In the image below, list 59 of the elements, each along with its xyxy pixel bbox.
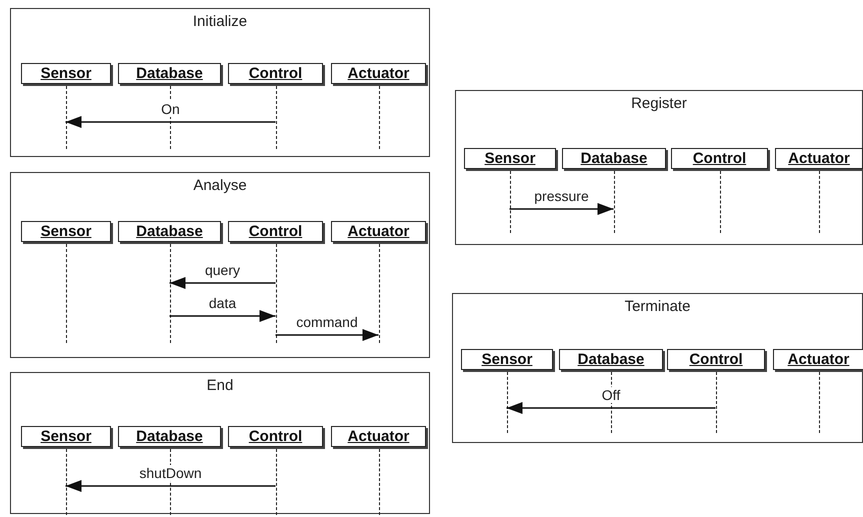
message-arrow (170, 310, 276, 322)
frame-box (455, 90, 863, 245)
frame-box (10, 8, 430, 157)
frame-title: Register (631, 94, 687, 114)
message-arrow (66, 480, 276, 492)
participant-box: Actuator (773, 349, 863, 370)
message-arrow (66, 116, 276, 128)
participant-box: Actuator (331, 63, 426, 84)
frame-title: Terminate (624, 297, 690, 317)
lifeline (379, 86, 380, 149)
lifeline (379, 244, 380, 343)
frame-title: Initialize (192, 12, 248, 32)
participant-box: Sensor (21, 426, 111, 447)
participant-box: Sensor (21, 63, 111, 84)
lifeline (66, 449, 67, 515)
lifeline (66, 86, 67, 149)
participant-box: Sensor (464, 148, 556, 169)
lifeline (66, 244, 67, 343)
edge-label: shutDown (137, 465, 204, 481)
edge-label: command (294, 314, 360, 330)
participant-box: Actuator (331, 426, 426, 447)
message-arrow (276, 329, 378, 341)
frame-title: End (206, 376, 234, 396)
lifeline (819, 372, 820, 433)
participant-box: Actuator (331, 221, 426, 242)
lifeline (276, 244, 277, 343)
frame-title: Analyse (193, 176, 247, 196)
lifeline (379, 449, 380, 515)
message-arrow (506, 402, 716, 414)
participant-box: Control (671, 148, 768, 169)
edge-label: data (206, 295, 238, 311)
participant-box: Control (228, 221, 323, 242)
frame-box (10, 172, 430, 358)
participant-box: Database (559, 349, 663, 370)
frame-box (452, 293, 863, 443)
participant-box: Sensor (461, 349, 553, 370)
participant-box: Database (118, 63, 221, 84)
message-arrow (510, 203, 614, 215)
participant-box: Sensor (21, 221, 111, 242)
lifeline (276, 86, 277, 149)
frame-box (10, 372, 430, 514)
edge-label: Off (600, 387, 622, 403)
lifeline (819, 171, 820, 233)
lifeline (276, 449, 277, 515)
participant-box: Control (667, 349, 765, 370)
lifeline (510, 171, 511, 233)
edge-label: On (159, 101, 182, 117)
participant-box: Control (228, 63, 323, 84)
lifeline (720, 171, 721, 233)
lifeline (170, 244, 171, 343)
participant-box: Actuator (775, 148, 863, 169)
message-arrow (170, 277, 276, 289)
participant-box: Control (228, 426, 323, 447)
participant-box: Database (562, 148, 666, 169)
participant-box: Database (118, 426, 221, 447)
participant-box: Database (118, 221, 221, 242)
lifeline (507, 372, 508, 433)
lifeline (716, 372, 717, 433)
lifeline (614, 171, 615, 233)
